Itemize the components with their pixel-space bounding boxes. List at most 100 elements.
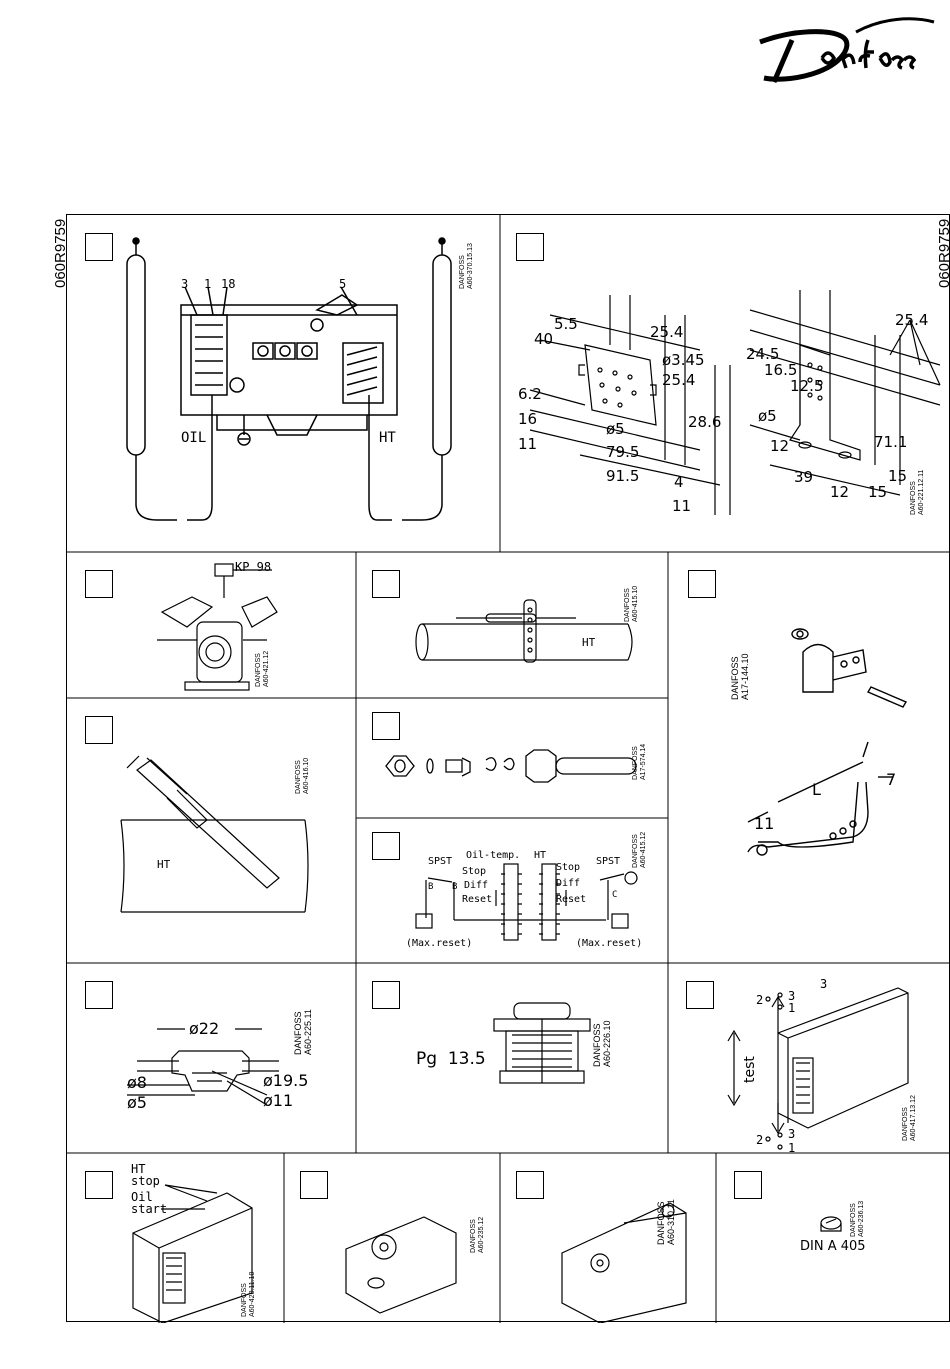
dim-25-4-b: 25.4 xyxy=(662,371,696,389)
label-reset-right: Reset xyxy=(556,894,587,905)
label-max-reset-right: (Max.reset) xyxy=(576,938,643,949)
label-stop-right: Stop xyxy=(556,862,581,873)
clip-and-strap-drawing xyxy=(747,628,908,856)
label-c: C xyxy=(612,890,618,900)
dim-12-b: 12 xyxy=(830,483,850,501)
panel-1: 3 1 18 5 OIL HT DANFOSS A60-370.15.13 xyxy=(67,215,500,552)
screw-detail-drawing-b xyxy=(561,1202,687,1323)
panel-15-ref: DANFOSS A60-236.13 xyxy=(850,1200,865,1237)
label-1-bottom: 1 xyxy=(788,1141,796,1155)
label-b1: B xyxy=(428,882,434,892)
label-ht-stop: HT stop xyxy=(131,1162,160,1188)
panel-4: HT DANFOSS A60-415.10 xyxy=(356,552,668,698)
dim-d11: ø11 xyxy=(263,1091,294,1110)
panel-5-ref: DANFOSS A17-144.10 xyxy=(730,653,750,700)
dim-d5-b: ø5 xyxy=(758,407,777,425)
panel-8-number-box xyxy=(372,832,400,860)
dim-11-a: 11 xyxy=(518,435,538,453)
panel-12: HT stop Oil start DANFOSS A60-420.11.10 xyxy=(67,1153,284,1323)
dim-d8: ø8 xyxy=(127,1073,147,1092)
grid-lines xyxy=(67,215,950,1323)
dim-5-5: 5.5 xyxy=(554,315,578,333)
panel-4-number-box xyxy=(372,570,400,598)
danfoss-logo xyxy=(759,17,935,83)
label-1-top: 1 xyxy=(788,1001,796,1015)
panel-13-ref: DANFOSS A60-235.12 xyxy=(470,1216,485,1253)
panel-2-ref: DANFOSS A60-221.12.11 xyxy=(910,469,925,515)
pipe-sensor-drawing xyxy=(415,599,633,663)
label-max-reset-left: (Max.reset) xyxy=(406,938,473,949)
panel-10: Pg 13.5 DANFOSS A60-226.10 xyxy=(356,963,668,1153)
label-3-corner: 3 xyxy=(820,977,828,991)
panel-7-number-box xyxy=(372,712,400,740)
panel-2: 5.5 40 25.4 ø3.45 25.4 6.2 16 28.6 ø5 11… xyxy=(500,215,950,552)
panel-9-number-box xyxy=(85,981,113,1009)
panel-12-ref: DANFOSS A60-420.11.10 xyxy=(241,1271,256,1317)
label-diff-right: Diff xyxy=(556,878,581,889)
panel-8-ref: DANFOSS A60-415.12 xyxy=(632,831,647,868)
dim-16-a: 16 xyxy=(518,410,538,428)
dim-d5-a: ø5 xyxy=(606,420,625,438)
dim-15-b: 15 xyxy=(868,483,888,501)
grommet-drawing xyxy=(127,1028,279,1106)
strap-dim-7: 7 xyxy=(886,770,897,789)
dim-d5: ø5 xyxy=(127,1093,147,1112)
panel-12-number-box xyxy=(85,1171,113,1199)
label-diff-left: Diff xyxy=(464,880,489,891)
label-spst-right: SPST xyxy=(596,856,621,867)
label-b2: B xyxy=(452,882,458,892)
callout-18: 18 xyxy=(221,277,236,291)
panel-7: DANFOSS A17-574.14 xyxy=(356,698,668,818)
dim-71-1: 71.1 xyxy=(874,433,908,451)
dim-d22: ø22 xyxy=(189,1019,220,1038)
dim-4: 4 xyxy=(674,473,684,491)
dim-24-5: 24.5 xyxy=(746,345,780,363)
panel-3-number-box xyxy=(85,570,113,598)
dim-79-5: 79.5 xyxy=(606,443,640,461)
label-oil: OIL xyxy=(181,430,207,446)
label-oil-start: Oil start xyxy=(131,1190,168,1216)
dim-91-5: 91.5 xyxy=(606,467,640,485)
panel-3: KP 98 DANFOSS A60-421.12 xyxy=(67,552,356,698)
panel-5-number-box xyxy=(688,570,716,598)
dim-d19-5: ø19.5 xyxy=(263,1071,309,1090)
label-2-top: 2 xyxy=(756,993,764,1007)
screw-detail-drawing-a xyxy=(345,1216,457,1314)
dim-15-a: 15 xyxy=(888,467,908,485)
panel-6: HT DANFOSS A60-416.10 xyxy=(67,698,356,963)
panel-15-number-box xyxy=(734,1171,762,1199)
bracket-dimension-drawing xyxy=(529,290,941,515)
panel-11-ref: DANFOSS A60-417.13.12 xyxy=(902,1095,917,1141)
dim-28-6: 28.6 xyxy=(688,413,722,431)
dim-11-b: 11 xyxy=(672,497,692,515)
panel-11-number-box xyxy=(686,981,714,1009)
panel-6-number-box xyxy=(85,716,113,744)
callout-3: 3 xyxy=(181,277,189,291)
dim-16-5: 16.5 xyxy=(764,361,798,379)
label-pg-13-5: Pg 13.5 xyxy=(416,1049,486,1069)
compressor-drawing xyxy=(157,563,278,691)
strap-length-l: L xyxy=(812,780,821,799)
panel-5: DANFOSS A17-144.10 L 7 11 xyxy=(668,552,950,963)
label-oil-temp: Oil-temp. xyxy=(466,850,521,861)
label-ht-flow: HT xyxy=(157,858,171,871)
panel-10-number-box xyxy=(372,981,400,1009)
panel-4-ref: DANFOSS A60-415.10 xyxy=(624,585,639,622)
panel-14-ref: DANFOSS A60-310.11 xyxy=(656,1199,676,1245)
label-ht-switch: HT xyxy=(534,850,547,861)
panel-6-ref: DANFOSS A60-416.10 xyxy=(295,757,310,794)
panel-13: DANFOSS A60-235.12 xyxy=(284,1153,500,1323)
dim-12-a: 12 xyxy=(770,437,790,455)
panel-15: DIN A 405 DANFOSS A60-236.13 xyxy=(716,1153,950,1323)
dim-40: 40 xyxy=(534,330,554,348)
panel-14-number-box xyxy=(516,1171,544,1199)
dim-39: 39 xyxy=(794,468,814,486)
panel-9: ø22 ø8 ø5 ø19.5 ø11 DANFOSS A60-225.11 xyxy=(67,963,356,1153)
label-stop-left: Stop xyxy=(462,866,487,877)
panel-10-ref: DANFOSS A60-226.10 xyxy=(592,1020,612,1067)
dim-12-5: 12.5 xyxy=(790,377,824,395)
dim-25-4-c: 25.4 xyxy=(895,311,929,329)
strap-dim-11: 11 xyxy=(754,814,775,833)
panel-13-number-box xyxy=(300,1171,328,1199)
figure-frame: 3 1 18 5 OIL HT DANFOSS A60-370.15.13 xyxy=(66,214,950,1323)
